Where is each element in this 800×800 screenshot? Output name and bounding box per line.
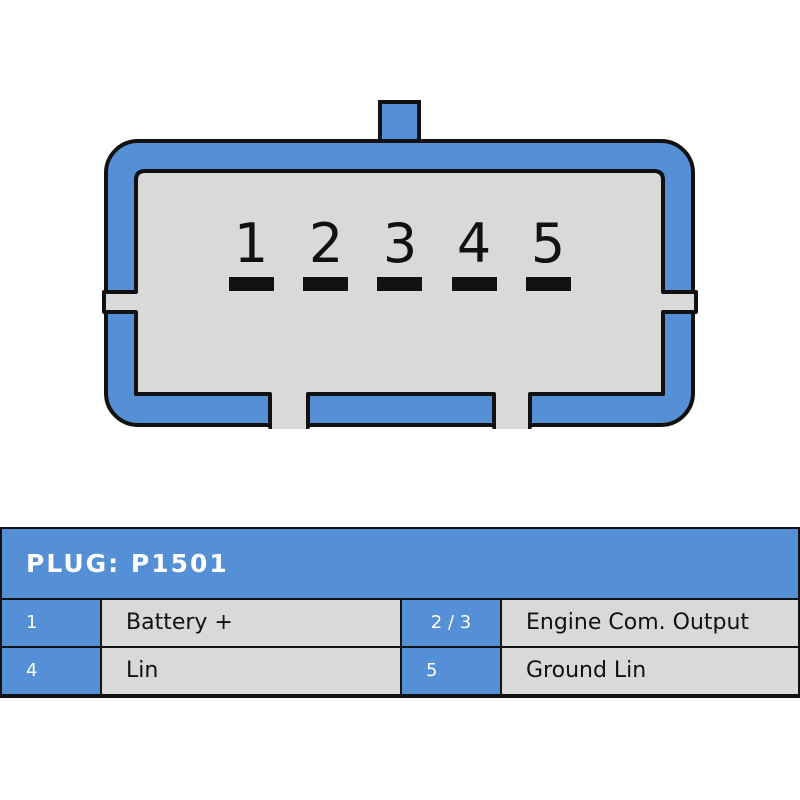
pin-function-cell: Ground Lin xyxy=(502,648,798,694)
pin-5: 5 xyxy=(526,212,571,291)
pin-number-cell: 1 xyxy=(2,600,100,646)
pin-function-cell: Battery + xyxy=(102,600,400,646)
pin-number-cell: 4 xyxy=(2,648,100,694)
pin-number-cell: 5 xyxy=(402,648,500,694)
pin-contact xyxy=(229,277,274,291)
connector-diagram: 1 2 3 4 5 xyxy=(102,100,698,429)
pin-2: 2 xyxy=(303,212,348,291)
pin-contact xyxy=(526,277,571,291)
pin-number: 1 xyxy=(234,212,268,275)
plug-title: PLUG: P1501 xyxy=(2,529,798,598)
pin-number: 5 xyxy=(531,212,565,275)
pin-1: 1 xyxy=(229,212,274,291)
pin-contact xyxy=(303,277,348,291)
pin-4: 4 xyxy=(452,212,497,291)
pin-function-cell: Lin xyxy=(102,648,400,694)
pin-number: 2 xyxy=(309,212,343,275)
pin-number: 4 xyxy=(457,212,491,275)
pin-function-cell: Engine Com. Output xyxy=(502,600,798,646)
pinout-table: PLUG: P1501 1 Battery + 2 / 3 Engine Com… xyxy=(0,527,800,698)
pin-contact xyxy=(377,277,422,291)
connector-tab xyxy=(378,100,421,146)
connector-inner-cavity xyxy=(102,169,698,429)
pin-number-cell: 2 / 3 xyxy=(402,600,500,646)
pin-number: 3 xyxy=(383,212,417,275)
pin-contact xyxy=(452,277,497,291)
pin-3: 3 xyxy=(377,212,422,291)
